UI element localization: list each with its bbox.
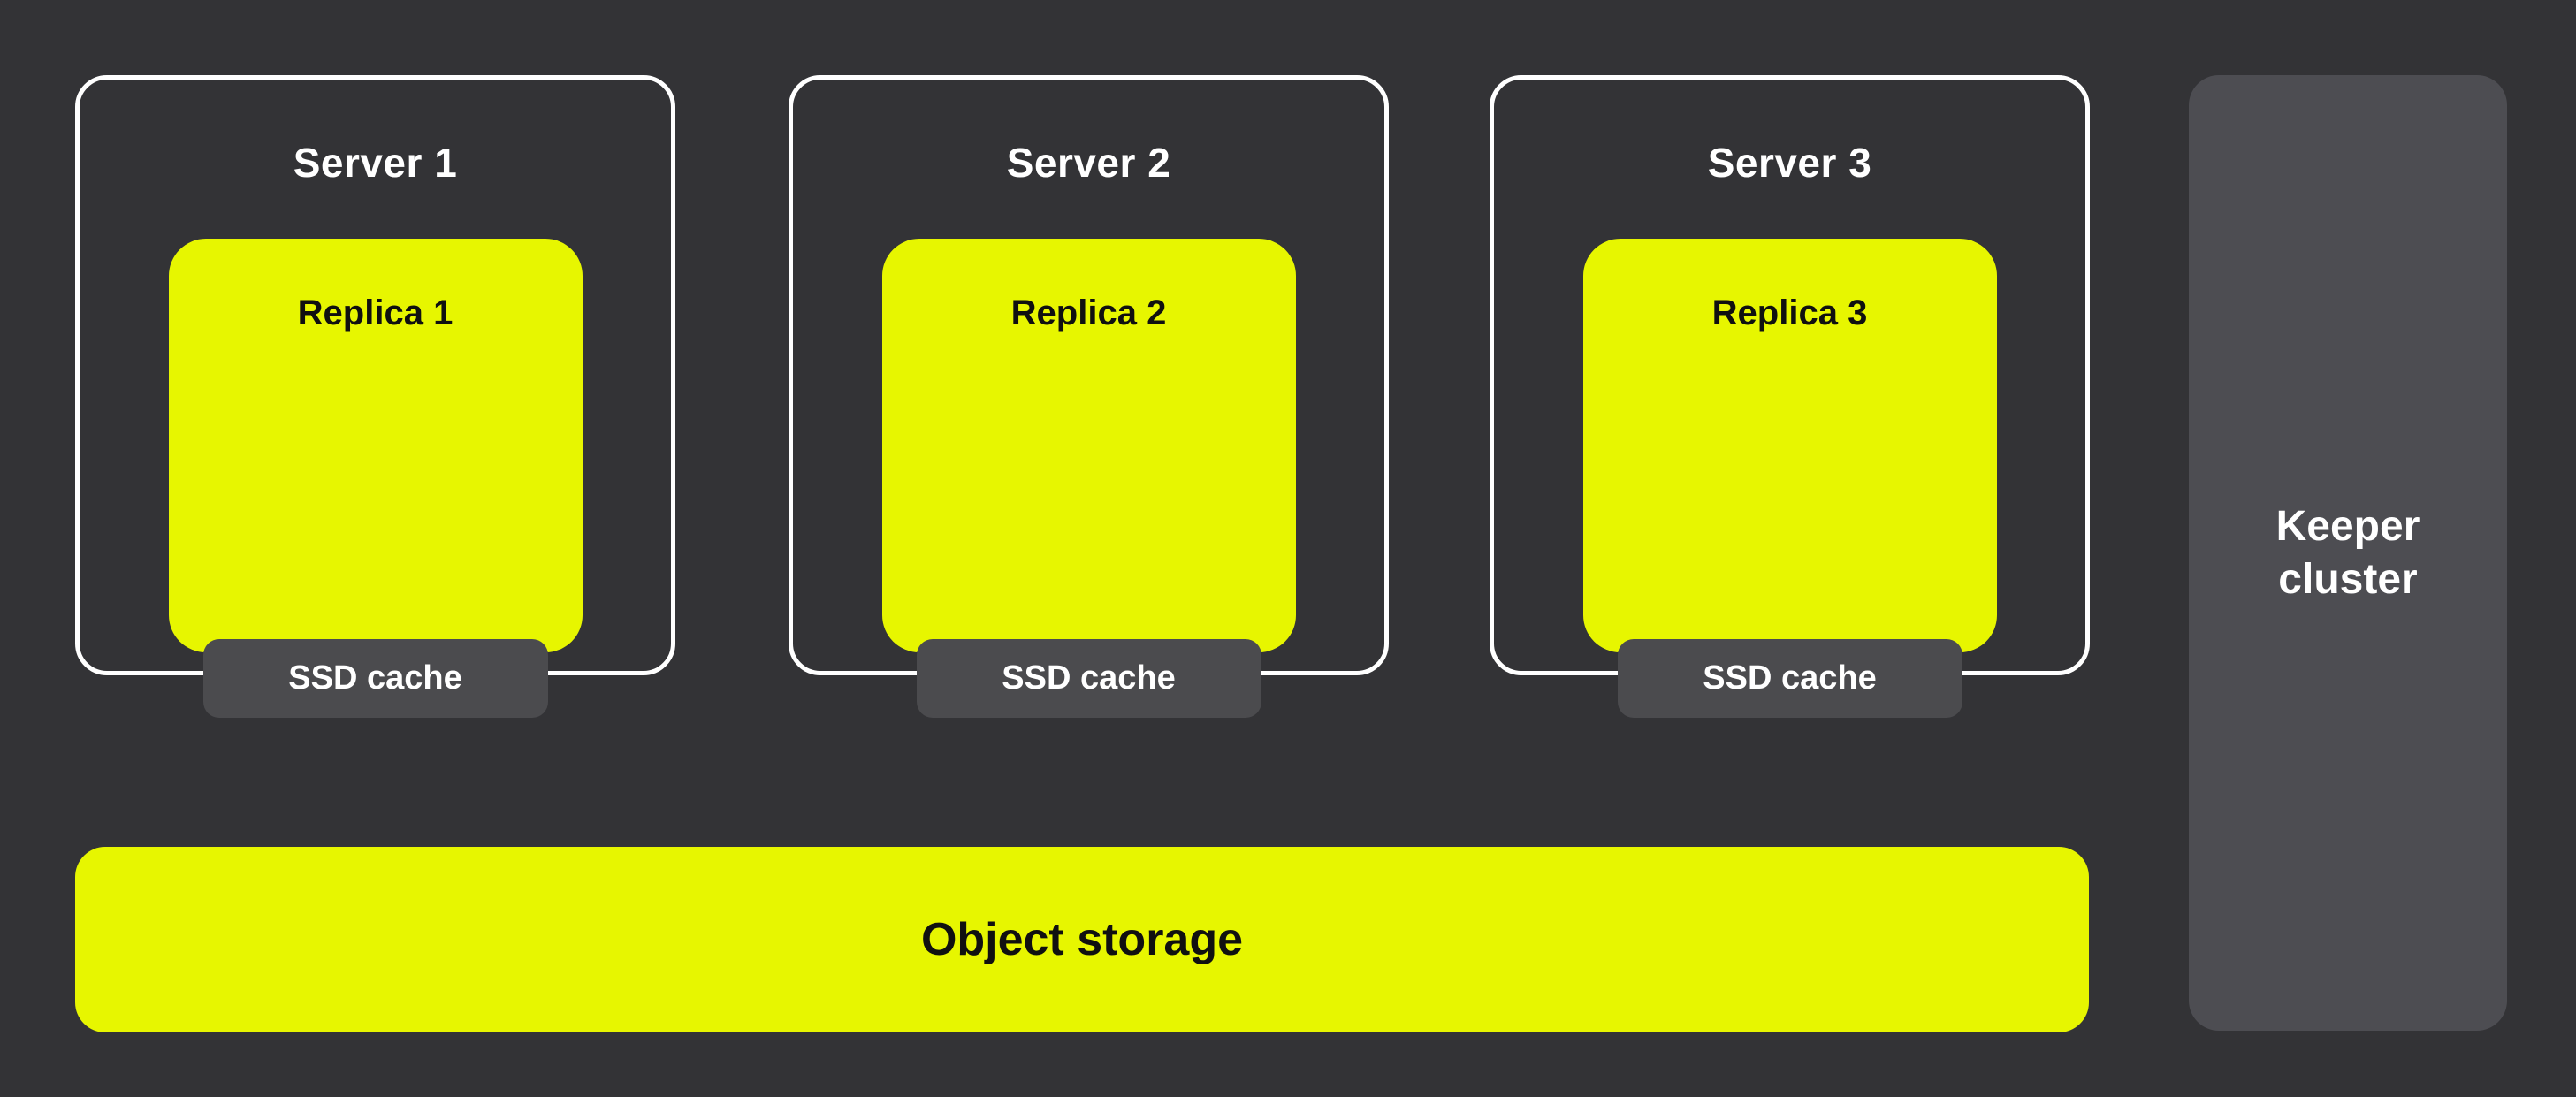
server-2-title: Server 2 [1006,140,1171,186]
replica-1-label: Replica 1 [297,293,453,332]
replica-2-label: Replica 2 [1010,293,1167,332]
keeper-cluster-label-line1: Keeper [2275,502,2420,550]
server-1-box: Server 1 Replica 1 SSD cache [75,75,675,718]
server-3-box: Server 3 Replica 3 SSD cache [1490,75,2090,718]
server-3-title: Server 3 [1707,140,1872,186]
keeper-cluster-box: Keeper cluster [2189,75,2507,1031]
server-1-ssd-cache-badge: SSD cache [202,639,548,718]
replica-3-label: Replica 3 [1711,293,1868,332]
replica-1-box: Replica 1 [168,239,583,652]
server-2-ssd-cache-badge: SSD cache [916,639,1261,718]
server-2-box: Server 2 Replica 2 SSD cache [789,75,1389,718]
server-1-title: Server 1 [293,140,458,186]
replica-2-box: Replica 2 [881,239,1296,652]
keeper-cluster-label-line2: cluster [2278,555,2418,603]
object-storage-box: Object storage [75,847,2089,1032]
replica-3-box: Replica 3 [1582,239,1997,652]
server-3-ssd-cache-badge: SSD cache [1617,639,1962,718]
